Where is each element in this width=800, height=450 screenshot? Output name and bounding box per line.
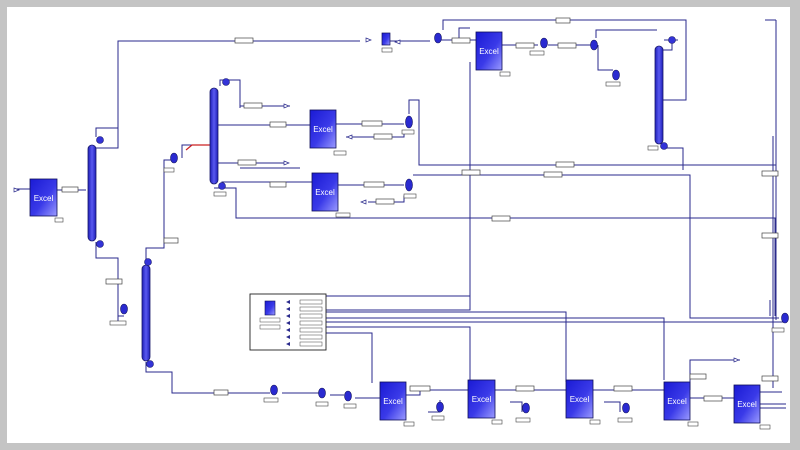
excel-block-1[interactable]: Excel xyxy=(29,178,58,217)
excel-block-label: Excel xyxy=(472,395,492,404)
stream-lines xyxy=(14,19,786,413)
excel-block-label: Excel xyxy=(479,47,499,56)
unit-tags xyxy=(54,47,785,430)
stream-arrows xyxy=(13,37,740,363)
distillation-column-3 xyxy=(209,78,230,190)
excel-block-5[interactable]: Excel xyxy=(379,381,407,421)
excel-block-8[interactable]: Excel xyxy=(663,381,691,421)
reflux-line xyxy=(185,144,210,151)
flash-drum xyxy=(381,32,391,46)
excel-block-label: Excel xyxy=(34,194,54,203)
excel-block-3[interactable]: Excel xyxy=(311,172,339,212)
excel-block-label: Excel xyxy=(667,397,687,406)
control-panel[interactable] xyxy=(249,293,327,351)
excel-block-2[interactable]: Excel xyxy=(309,109,337,149)
excel-block-label: Excel xyxy=(737,400,757,409)
excel-block-7[interactable]: Excel xyxy=(565,379,594,419)
excel-block-6[interactable]: Excel xyxy=(467,379,496,419)
vessels xyxy=(120,32,789,414)
distillation-column-1 xyxy=(87,136,104,248)
excel-block-label: Excel xyxy=(313,125,333,134)
excel-block-9[interactable]: Excel xyxy=(733,384,761,424)
excel-block-label: Excel xyxy=(383,397,403,406)
excel-block-label: Excel xyxy=(570,395,590,404)
excel-block-4[interactable]: Excel xyxy=(475,31,503,71)
stream-tags xyxy=(61,17,779,402)
excel-block-label: Excel xyxy=(315,188,335,197)
distillation-column-2 xyxy=(141,258,154,368)
panel-icon xyxy=(264,300,276,316)
distillation-column-4 xyxy=(654,36,676,150)
